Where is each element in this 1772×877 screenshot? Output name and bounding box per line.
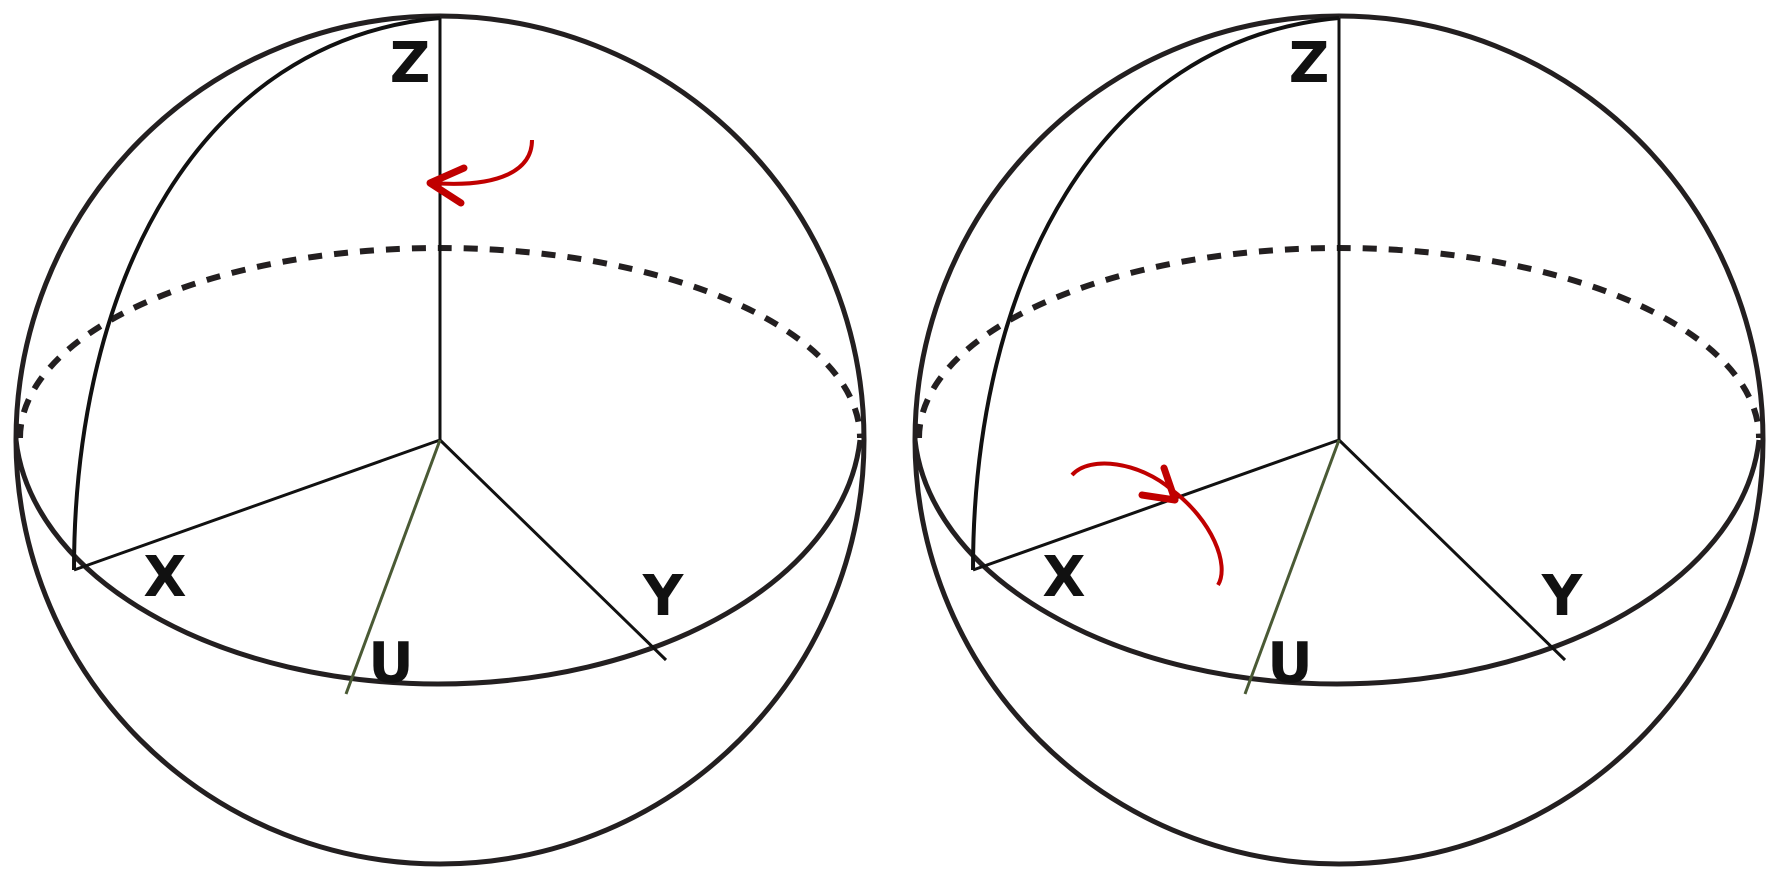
rotation-arrow-curve (1070, 461, 1224, 587)
label-z: Z (390, 31, 431, 96)
x-axis (972, 438, 1340, 572)
label-x: X (1042, 545, 1085, 610)
label-z: Z (1289, 31, 1330, 96)
rotation-arrowhead (426, 164, 468, 207)
meridian-arc (971, 16, 1340, 571)
x-axis (73, 438, 441, 572)
y-axis (1337, 438, 1567, 662)
u-axis (1243, 439, 1341, 695)
sphere-right: Z X U Y (912, 13, 1766, 867)
label-u: U (368, 631, 413, 696)
y-axis (438, 438, 668, 662)
label-u: U (1267, 631, 1312, 696)
label-y: Y (1541, 564, 1584, 629)
meridian-arc (72, 16, 441, 571)
rotation-arrow-z (426, 139, 534, 207)
sphere-left: Z X U Y (13, 13, 867, 867)
rotation-arrow-x (1070, 461, 1224, 587)
rotation-arrowhead (1138, 464, 1179, 504)
label-x: X (143, 545, 186, 610)
u-axis (344, 439, 442, 695)
label-y: Y (642, 564, 685, 629)
rotation-arrow-curve (431, 139, 534, 186)
